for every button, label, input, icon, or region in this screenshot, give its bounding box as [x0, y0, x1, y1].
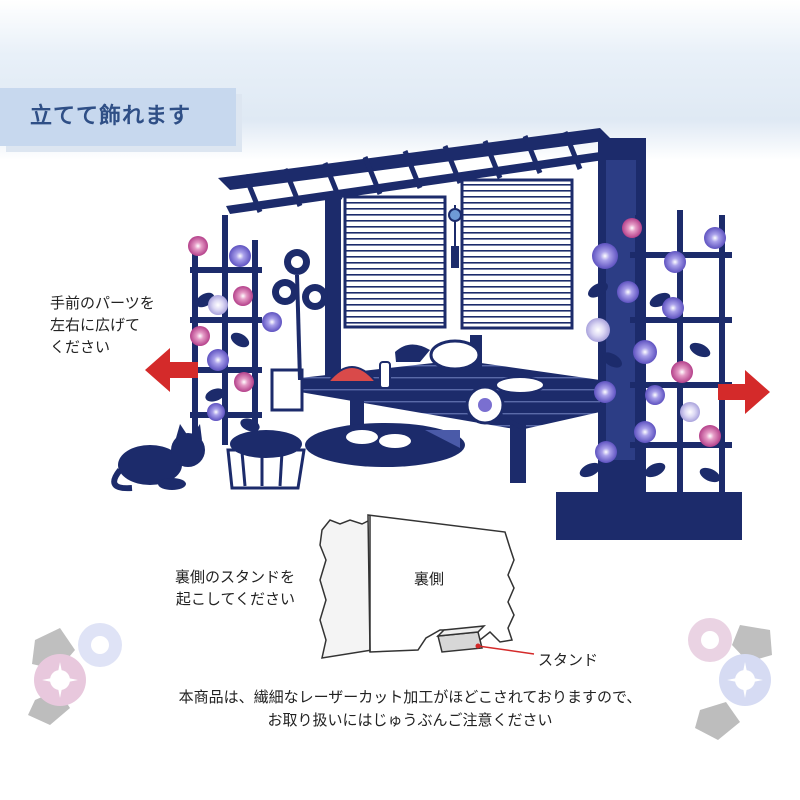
stepping-stone [305, 423, 465, 467]
vine-leaves [195, 282, 721, 483]
care-notice-line: 本商品は、繊細なレーザーカット加工がほどこされておりますので、 [178, 688, 642, 706]
cat-silhouette [111, 424, 205, 492]
stand-instruction-line: 起こしてください [175, 590, 296, 608]
wash-tub [226, 368, 306, 490]
spread-instruction: 手前のパーツを 左右に広げて ください [50, 292, 155, 358]
care-notice: 本商品は、繊細なレーザーカット加工がほどこされておりますので、 お取り扱いにはじ… [150, 686, 670, 732]
stand-label: スタンド [538, 651, 599, 669]
right-arrow-icon [718, 370, 770, 414]
spread-instruction-line: ください [50, 338, 111, 356]
morning-glories-right [586, 218, 726, 463]
corner-flower-right [688, 618, 772, 740]
spread-instruction-line: 左右に広げて [50, 316, 141, 334]
left-arrow-icon [145, 348, 198, 392]
spread-instruction-line: 手前のパーツを [50, 294, 155, 312]
back-side-label: 裏側 [414, 570, 445, 588]
right-trellis [556, 210, 742, 540]
care-notice-line: お取り扱いにはじゅうぶんご注意ください [267, 711, 553, 729]
heading-title: 立てて飾れます [30, 104, 192, 129]
back-diagram [319, 514, 515, 659]
morning-glories-left [188, 236, 282, 421]
stand-part [435, 625, 535, 655]
stand-instruction-line: 裏側のスタンドを [175, 568, 296, 586]
spread-arrows [145, 348, 770, 414]
veranda-deck [300, 335, 600, 483]
bamboo-blinds [343, 178, 574, 330]
stand-instruction: 裏側のスタンドを 起こしてください [175, 566, 295, 610]
corner-flower-left [28, 623, 122, 725]
sunflowers [272, 249, 328, 381]
fan-illustration [465, 385, 524, 430]
heading-banner: 立てて飾れます [0, 88, 236, 146]
